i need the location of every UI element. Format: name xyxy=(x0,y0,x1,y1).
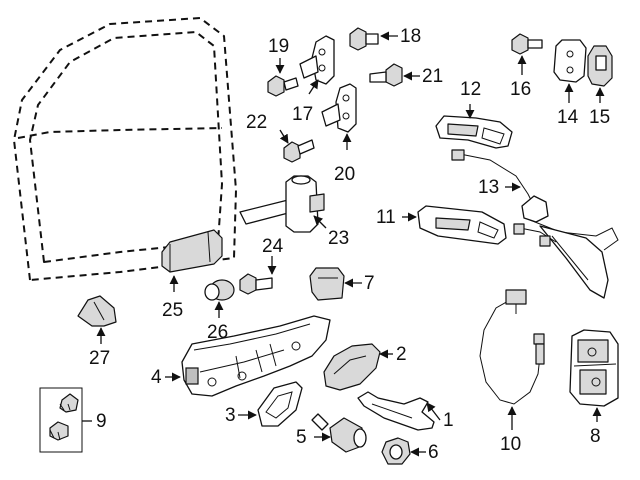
striker-cover-part xyxy=(587,45,613,87)
callout-14: 14 xyxy=(557,107,579,128)
callout-19: 19 xyxy=(268,36,289,57)
bolt-18-part xyxy=(349,27,379,51)
inner-handle-part xyxy=(417,205,507,245)
callout-5: 5 xyxy=(296,427,307,448)
door-check-part xyxy=(239,175,325,233)
outer-handle-part xyxy=(357,391,435,431)
callout-15: 15 xyxy=(589,107,610,128)
callout-13: 13 xyxy=(478,177,499,198)
callout-25: 25 xyxy=(162,300,183,321)
callout-4: 4 xyxy=(151,367,162,388)
callout-22: 22 xyxy=(246,112,267,133)
callout-3: 3 xyxy=(225,405,236,426)
callout-23: 23 xyxy=(328,228,349,249)
callout-9: 9 xyxy=(96,411,107,432)
door-outline xyxy=(13,17,237,281)
bolt-22-part xyxy=(283,139,315,163)
callout-11: 11 xyxy=(376,207,396,228)
bolts-kit-part xyxy=(39,387,83,453)
bolt-16-part xyxy=(511,33,543,55)
callout-21: 21 xyxy=(422,66,443,87)
bushing-part xyxy=(204,279,235,301)
callout-12: 12 xyxy=(460,79,481,100)
handle-cover-part xyxy=(323,343,381,391)
check-cover-part xyxy=(161,229,223,273)
gasket-part xyxy=(257,381,303,427)
callout-20: 20 xyxy=(334,164,355,185)
bolt-24-part xyxy=(239,273,273,295)
callout-1: 1 xyxy=(443,410,454,431)
latch-actuator-part xyxy=(569,329,619,407)
grommet-part xyxy=(381,437,411,465)
callout-17: 17 xyxy=(292,104,313,125)
cable-bracket-part xyxy=(451,149,619,299)
callout-18: 18 xyxy=(400,26,421,47)
callout-24: 24 xyxy=(262,236,284,257)
lock-cylinder-part xyxy=(311,413,367,453)
callout-10: 10 xyxy=(500,434,521,455)
callout-8: 8 xyxy=(590,426,601,447)
callout-26: 26 xyxy=(207,322,228,343)
callout-27: 27 xyxy=(89,348,110,369)
hinge-lower-part xyxy=(321,83,357,133)
bolt-19-part xyxy=(267,75,299,97)
handle-carrier-part xyxy=(181,315,331,397)
callout-7: 7 xyxy=(364,273,375,294)
hinge-upper-part xyxy=(299,35,335,85)
bolt-21-part xyxy=(369,63,403,87)
callout-16: 16 xyxy=(510,79,531,100)
clip-part xyxy=(77,295,117,327)
callout-6: 6 xyxy=(428,442,439,463)
striker-part xyxy=(553,39,587,83)
callout-2: 2 xyxy=(396,344,407,365)
cable-part xyxy=(479,289,545,405)
switch-part xyxy=(309,267,345,301)
inner-handle-upper-part xyxy=(435,115,513,149)
